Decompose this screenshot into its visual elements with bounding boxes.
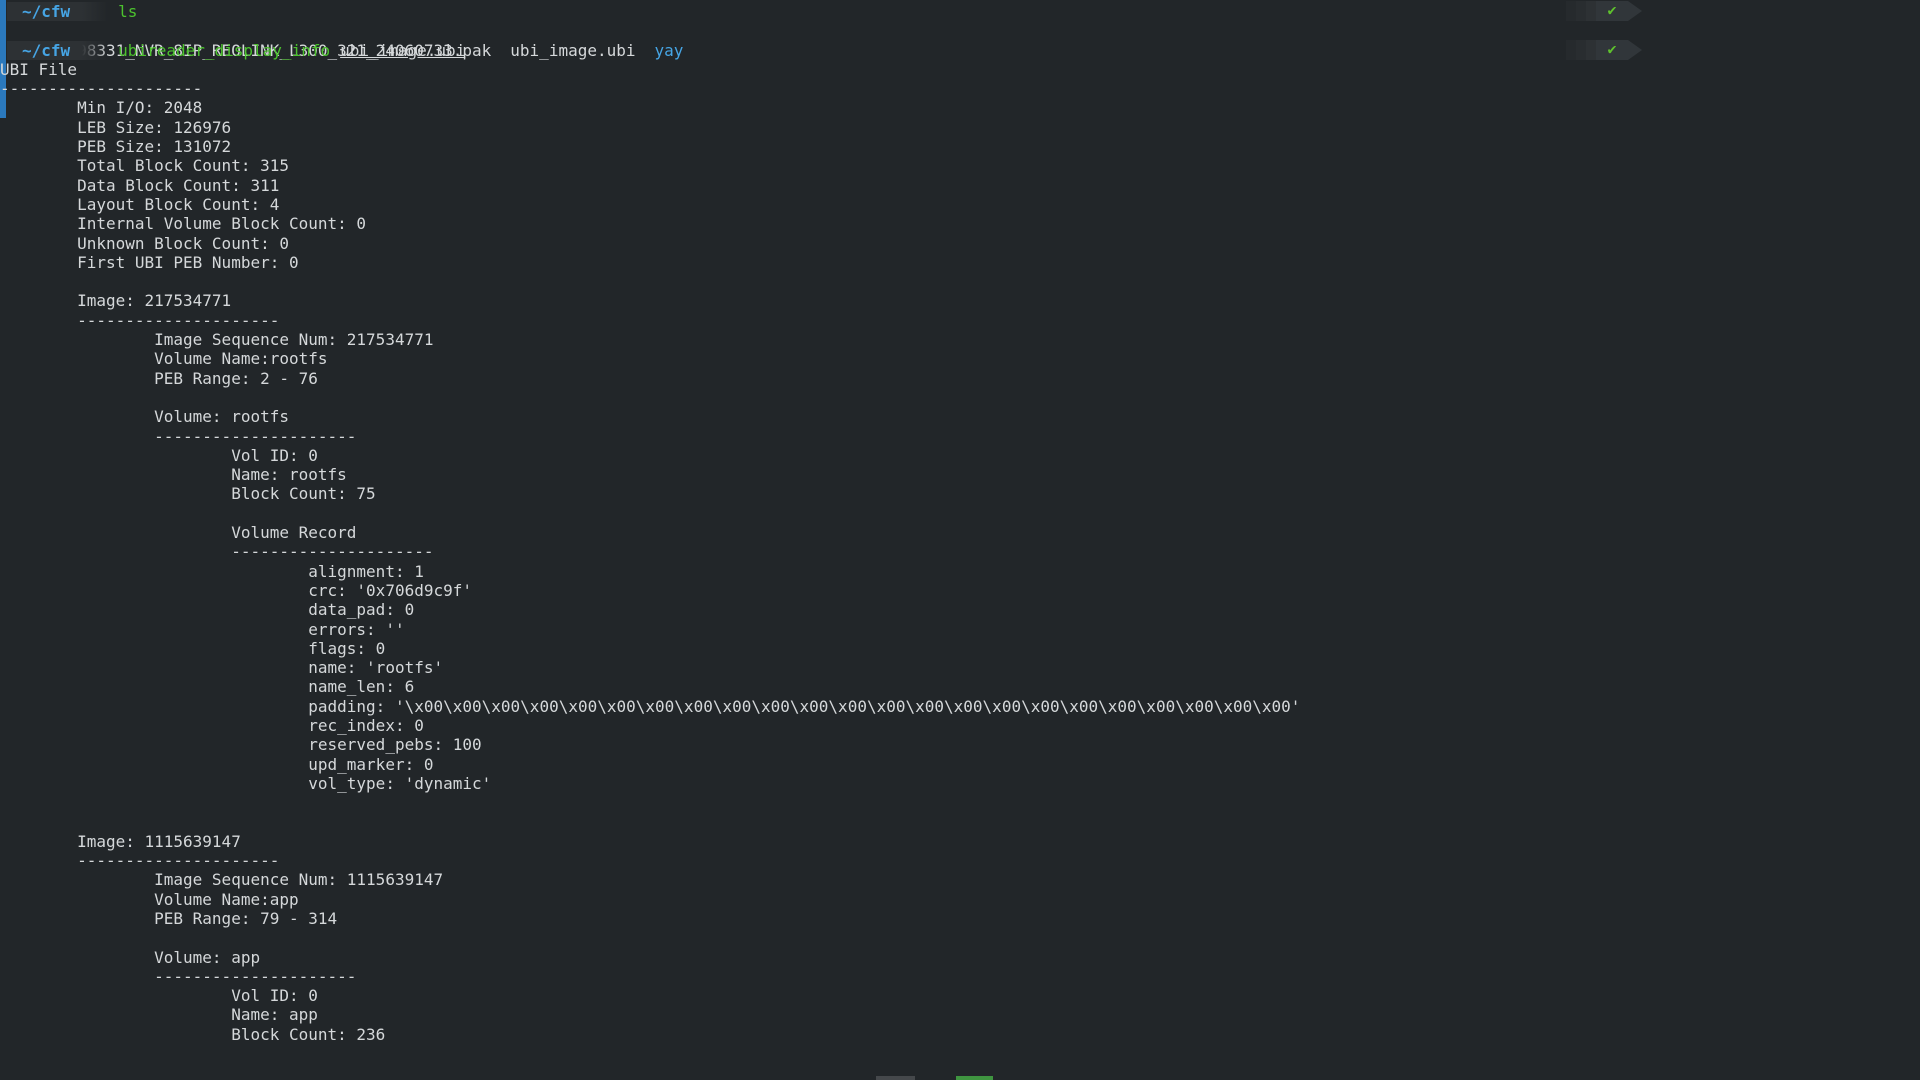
badge-arrow-icon — [1628, 1, 1642, 21]
taskbar-indicator-gray[interactable] — [876, 1076, 915, 1080]
success-check-icon: ✔ — [1607, 39, 1617, 58]
prompt-cwd-chip[interactable]: ~/cfw — [7, 2, 83, 22]
prompt-chip-fade — [82, 2, 109, 22]
badge-fade-block — [1566, 39, 1576, 60]
taskbar-indicator-green[interactable] — [956, 1076, 993, 1080]
badge-fade-block — [1586, 1, 1596, 21]
command-arg-ubi-image[interactable]: ubi_image.ubi — [340, 40, 466, 60]
command-block-ubireader: ~/cfw ubireader_display_info ubi_image.u… — [0, 39, 1920, 60]
exit-status-badge-2: ✔ — [1566, 39, 1642, 60]
ls-dir-yay[interactable]: yay — [654, 40, 684, 60]
badge-fade-block — [1586, 39, 1596, 60]
prompt-cwd-label: ~/cfw — [22, 2, 71, 21]
ls-output-line: NT98331_NVR_8IP_REOLINK_L300_321_2406073… — [0, 21, 1920, 60]
prompt-chip-fade — [82, 40, 109, 60]
ls-file-pak[interactable]: NT98331_NVR_8IP_REOLINK_L300_321_2406073… — [57, 40, 492, 60]
ubireader-output: UBI File --------------------- Min I/O: … — [0, 59, 1301, 1044]
success-check-icon: ✔ — [1607, 1, 1617, 20]
ls-file-ubi-image[interactable]: ubi_image.ubi — [510, 40, 636, 60]
prompt-cwd-label: ~/cfw — [22, 40, 71, 60]
badge-fade-block — [1576, 39, 1586, 60]
exit-status-badge-1: ✔ — [1566, 1, 1642, 21]
command-text-ls[interactable]: ls — [118, 2, 138, 21]
badge-fade-block — [1576, 1, 1586, 21]
badge-body: ✔ — [1596, 1, 1628, 21]
badge-arrow-icon — [1628, 39, 1642, 60]
badge-fade-block — [1566, 1, 1576, 21]
command-text-ubireader[interactable]: ubireader_display_info — [118, 40, 331, 60]
badge-body: ✔ — [1596, 39, 1628, 60]
prompt-cwd-chip[interactable]: ~/cfw — [7, 40, 83, 60]
command-block-ls: ~/cfw ls ✔ — [0, 1, 1920, 22]
scroll-position-indicator[interactable] — [0, 0, 6, 118]
